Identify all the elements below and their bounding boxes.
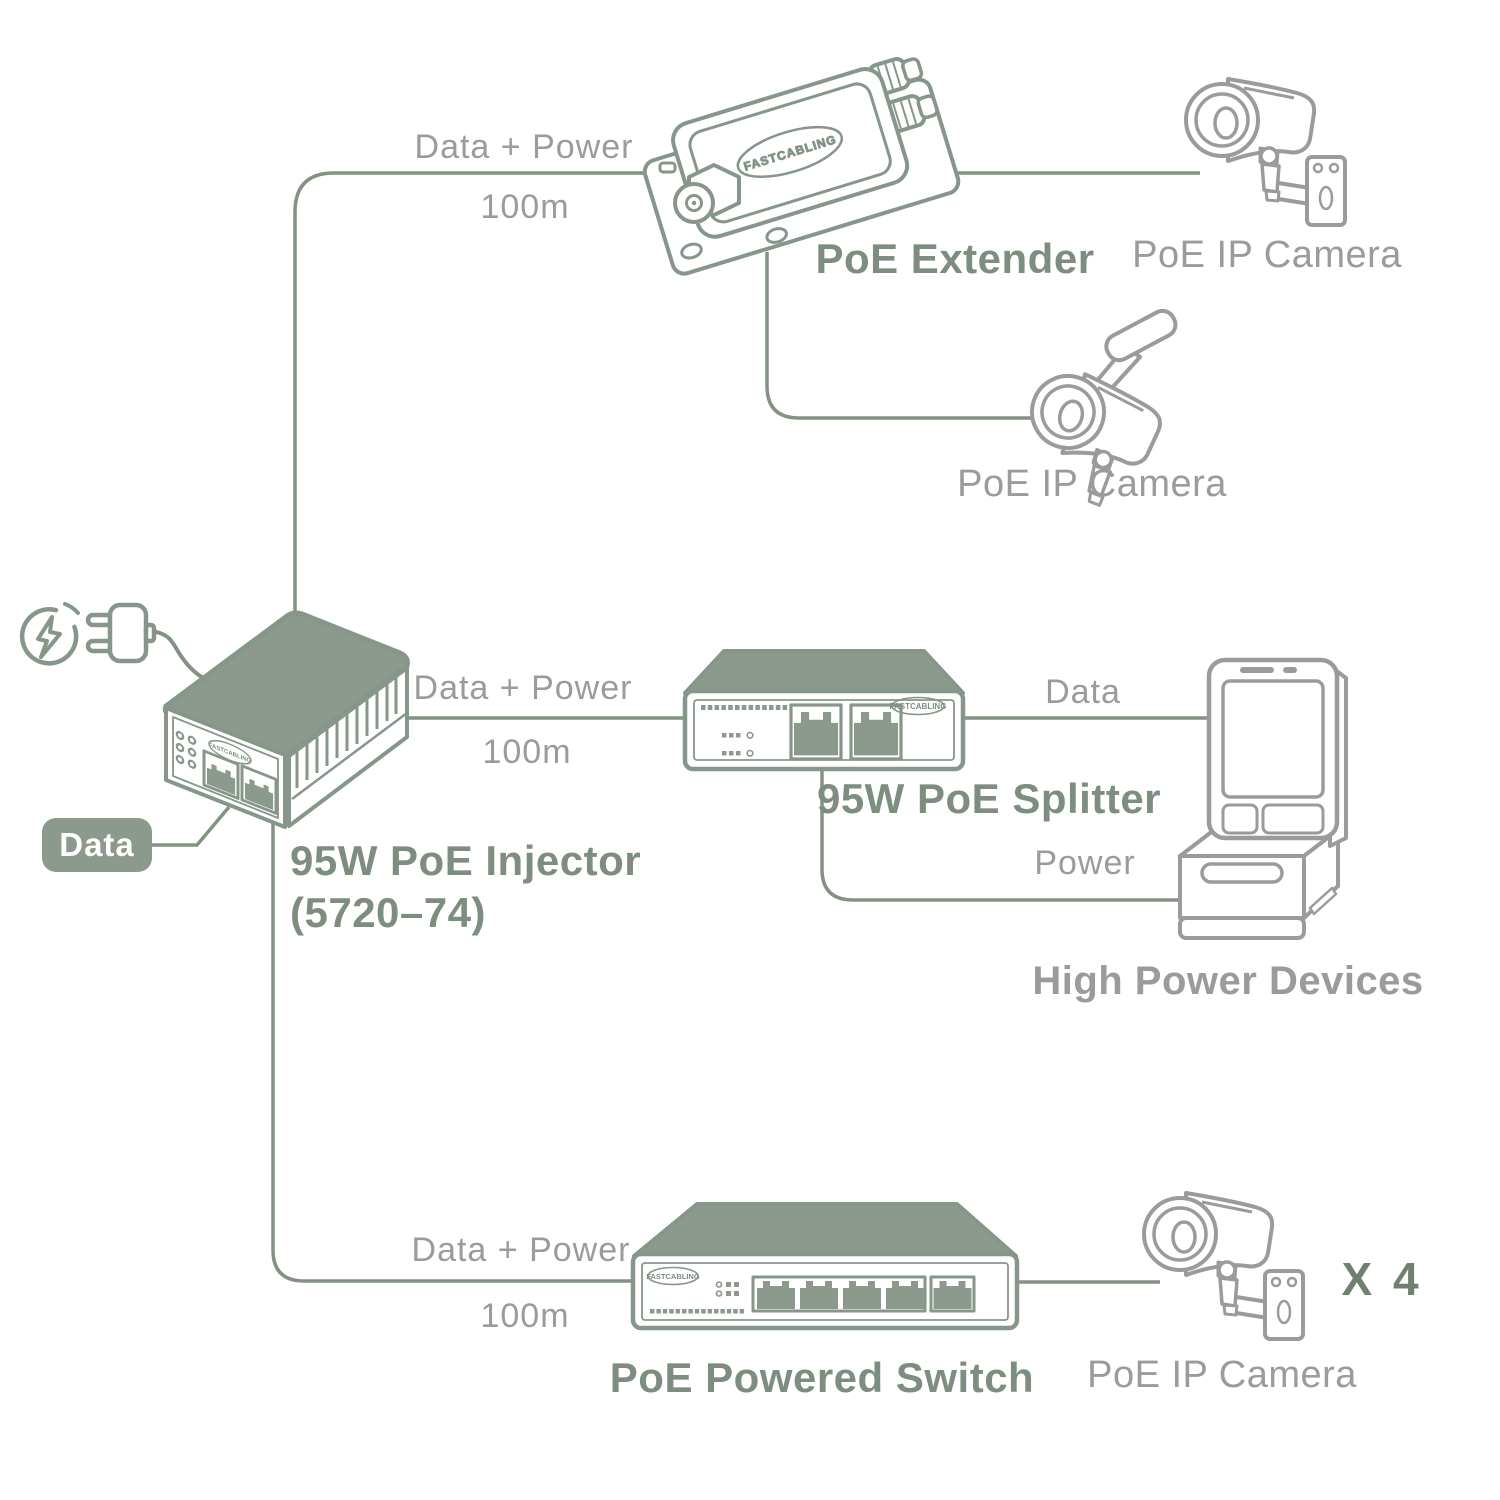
connection-wires	[149, 171, 1212, 1284]
camera-top-label: PoE IP Camera	[1132, 234, 1402, 276]
wire-power-cable	[149, 629, 208, 682]
splitter-vents	[701, 705, 788, 710]
switch-logo: FASTCABLING	[646, 1272, 699, 1281]
bottom-link-label: Data + Power	[411, 1231, 631, 1269]
extender-gland-front	[658, 161, 741, 224]
injector-fins	[291, 674, 408, 801]
wire-injector-to-extender	[293, 171, 1200, 612]
poe-splitter-illustration: FASTCABLING	[682, 649, 966, 772]
power-source-icons	[19, 602, 157, 666]
bottom-link-distance: 100m	[480, 1297, 570, 1335]
power-icon	[19, 602, 80, 666]
wire-data-badge-leader	[152, 805, 231, 847]
plug-icon	[85, 602, 157, 664]
top-link-distance: 100m	[480, 188, 570, 226]
switch-vents	[650, 1309, 745, 1314]
switch-leds	[715, 1281, 739, 1297]
top-link-label: Data + Power	[414, 128, 634, 166]
splitter-data-label: Data	[1045, 673, 1121, 711]
high-power-devices-label: High Power Devices	[1032, 959, 1424, 1003]
splitter-leds	[722, 731, 754, 757]
splitter-power-label: Power	[1034, 844, 1136, 882]
camera-multiplier-label: X 4	[1341, 1253, 1423, 1305]
mid-link-label: Data + Power	[413, 669, 633, 707]
camera-mid-label: PoE IP Camera	[957, 463, 1227, 505]
mid-link-distance: 100m	[482, 733, 572, 771]
camera-bottom-label: PoE IP Camera	[1087, 1354, 1357, 1396]
injector-front-panel: FASTCABLING	[175, 730, 278, 815]
switch-label: PoE Powered Switch	[609, 1354, 1035, 1401]
high-power-device-illustration	[1178, 657, 1348, 940]
poe-switch-illustration: FASTCABLING	[630, 1202, 1020, 1331]
injector-label-line1: 95W PoE Injector	[290, 837, 642, 884]
poe-camera-bottom-illustration	[1142, 1191, 1305, 1341]
data-input-badge: Data	[42, 818, 152, 872]
extender-label: PoE Extender	[815, 235, 1095, 282]
poe-camera-mid-illustration	[1009, 308, 1178, 518]
data-input-badge-label: Data	[59, 826, 135, 863]
poe-camera-top-illustration	[1184, 77, 1347, 227]
wire-injector-to-switch	[271, 818, 640, 1283]
wire-extender-to-camera2	[765, 252, 1034, 420]
injector-label-line2: (5720–74)	[290, 889, 486, 936]
splitter-label: 95W PoE Splitter	[816, 775, 1162, 822]
splitter-logo: FASTCABLING	[890, 702, 947, 711]
wire-splitter-power	[820, 764, 1188, 902]
poe-injector-illustration: FASTCABLING	[162, 610, 410, 829]
